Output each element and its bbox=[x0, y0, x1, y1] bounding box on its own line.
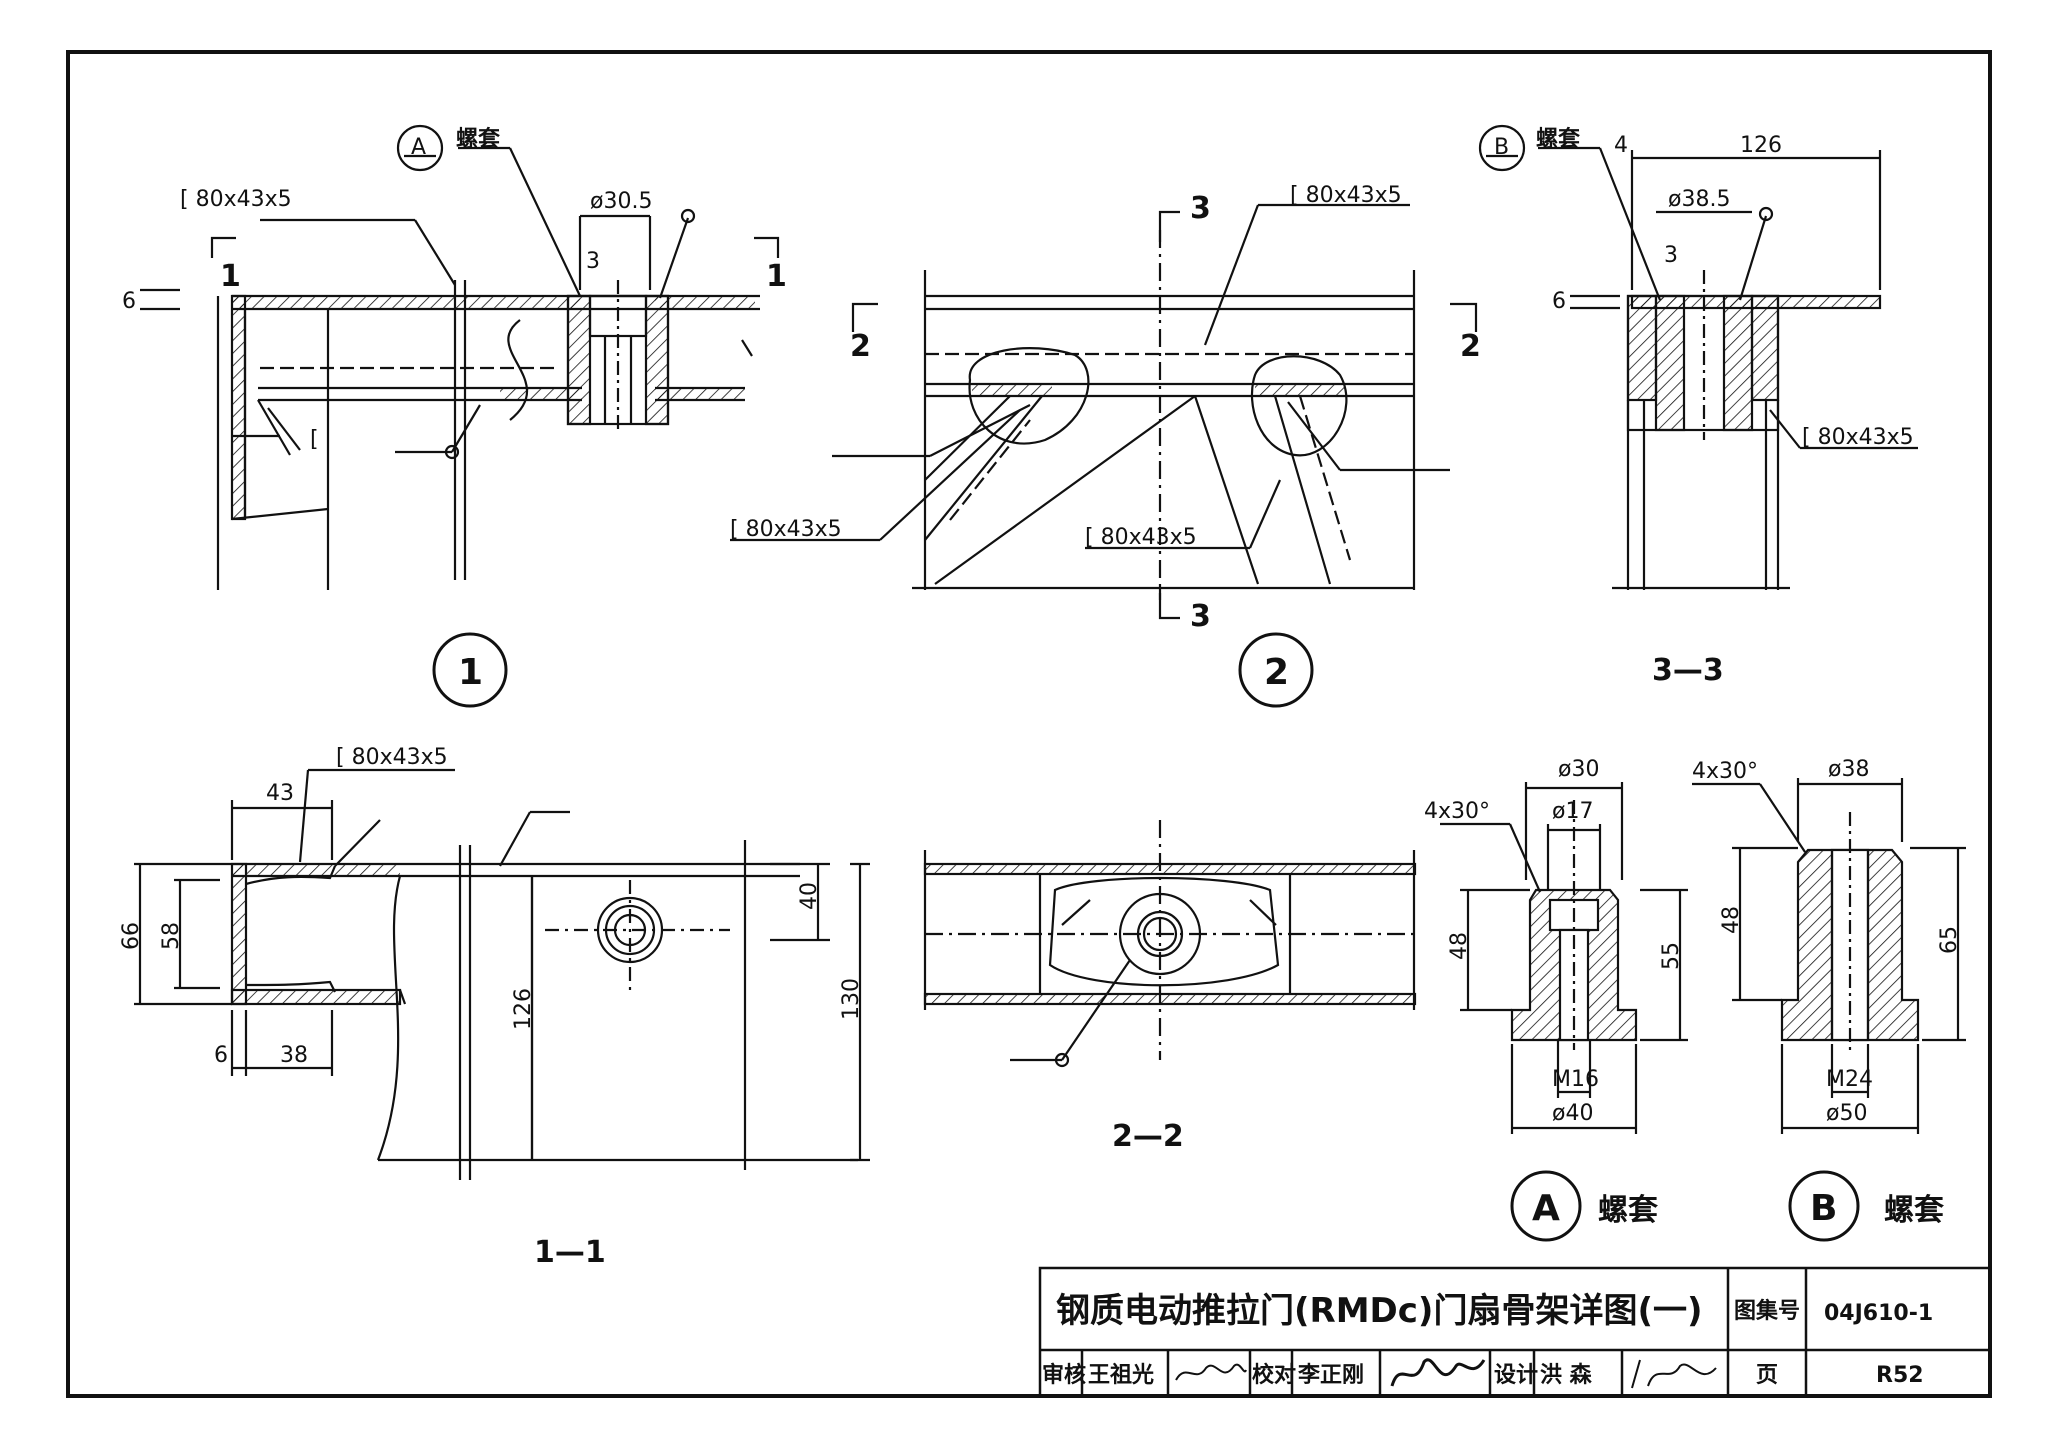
sec11-dim-38: 38 bbox=[280, 1043, 308, 1068]
detail-1-dim-weld: 3 bbox=[586, 249, 600, 274]
title-block bbox=[1038, 1266, 1992, 1398]
title-block-page-no: R52 bbox=[1876, 1363, 1924, 1388]
detail-2-channel-mid: [ 80x43x5 bbox=[1085, 525, 1197, 550]
section-2-2-drawing bbox=[923, 820, 1417, 1068]
detail-1-cut-right: 1 bbox=[766, 259, 787, 294]
title-block-check-label: 校对 bbox=[1252, 1362, 1296, 1388]
caption-section-3-3: 3—3 bbox=[1652, 653, 1724, 688]
sec11-dim-6: 6 bbox=[214, 1043, 228, 1068]
detail-1-channel-label: [ 80x43x5 bbox=[180, 187, 292, 212]
sec33-sleeve-label: 螺套 bbox=[1536, 126, 1580, 152]
detB-48: 48 bbox=[1719, 906, 1744, 934]
title-block-title: 钢质电动推拉门(RMDc)门扇骨架详图(一) bbox=[1056, 1291, 1703, 1331]
detA-phi30: ø30 bbox=[1558, 757, 1599, 782]
detA-phi17: ø17 bbox=[1552, 799, 1593, 824]
detail-1-bubble-a: A bbox=[411, 135, 426, 160]
checker-signature bbox=[1390, 1358, 1486, 1387]
detail-2-channel-left: [ 80x43x5 bbox=[730, 517, 842, 542]
detB-65: 65 bbox=[1937, 926, 1962, 954]
title-block-review-label: 审核 bbox=[1042, 1362, 1086, 1388]
detail-2-channel-top: [ 80x43x5 bbox=[1290, 183, 1402, 208]
sec11-dim-43: 43 bbox=[266, 781, 294, 806]
sec33-dim-phi: ø38.5 bbox=[1668, 187, 1730, 212]
detail-1-sleeve-label: 螺套 bbox=[456, 126, 500, 152]
sec33-bubble-b: B bbox=[1494, 135, 1509, 160]
sec33-dim-weld: 3 bbox=[1664, 243, 1678, 268]
detail-1-cut-left: 1 bbox=[220, 259, 241, 294]
detA-phi40: ø40 bbox=[1552, 1101, 1593, 1126]
detB-phi38: ø38 bbox=[1828, 757, 1869, 782]
detB-m24: M24 bbox=[1826, 1067, 1873, 1092]
detail-2-cut-bottom: 3 bbox=[1190, 599, 1211, 634]
detail-1-drawing bbox=[140, 124, 780, 590]
detA-55: 55 bbox=[1659, 942, 1684, 970]
title-block-checker: 李正刚 bbox=[1297, 1363, 1364, 1388]
section-1-1-drawing bbox=[134, 768, 870, 1180]
detA-letter: A bbox=[1532, 1188, 1560, 1229]
sec33-dim-126: 126 bbox=[1740, 133, 1782, 158]
sec11-dim-130: 130 bbox=[839, 978, 864, 1020]
caption-detail-1: 1 bbox=[458, 652, 483, 693]
detA-48: 48 bbox=[1447, 932, 1472, 960]
title-block-page-label: 页 bbox=[1756, 1363, 1778, 1388]
caption-section-1-1: 1—1 bbox=[534, 1235, 606, 1270]
caption-detail-2: 2 bbox=[1264, 652, 1289, 693]
detA-chamfer: 4x30° bbox=[1424, 799, 1490, 824]
title-block-reviewer: 王祖光 bbox=[1088, 1363, 1154, 1388]
detA-text: 螺套 bbox=[1598, 1193, 1658, 1228]
detB-phi50: ø50 bbox=[1826, 1101, 1867, 1126]
detail-2-drawing bbox=[730, 203, 1478, 620]
detail-2-cut-left: 2 bbox=[850, 329, 871, 364]
sec11-dim-126: 126 bbox=[511, 988, 536, 1030]
sec11-channel-label: [ 80x43x5 bbox=[336, 745, 448, 770]
detail-1-dim-phi: ø30.5 bbox=[590, 189, 652, 214]
detail-2-cut-right: 2 bbox=[1460, 329, 1481, 364]
sheet-border bbox=[66, 50, 1992, 1398]
sec33-dim-4: 4 bbox=[1614, 133, 1628, 158]
sec33-channel-label: [ 80x43x5 bbox=[1802, 425, 1914, 450]
detA-m16: M16 bbox=[1552, 1067, 1599, 1092]
title-block-designer: 洪 森 bbox=[1540, 1362, 1593, 1388]
sec11-dim-58: 58 bbox=[159, 922, 184, 950]
title-block-atlas-no: 04J610-1 bbox=[1824, 1301, 1933, 1326]
detail-a-drawing bbox=[1440, 782, 1688, 1242]
detail-2-cut-top: 3 bbox=[1190, 191, 1211, 226]
caption-detail-1-circle bbox=[432, 632, 508, 708]
detB-chamfer: 4x30° bbox=[1692, 759, 1758, 784]
title-block-atlas-label: 图集号 bbox=[1734, 1298, 1800, 1324]
designer-signature bbox=[1631, 1359, 1717, 1389]
sec11-dim-40: 40 bbox=[797, 882, 822, 910]
caption-detail-2-circle bbox=[1238, 632, 1314, 708]
title-block-design-label: 设计 bbox=[1494, 1363, 1538, 1388]
sec33-dim-thick: 6 bbox=[1552, 289, 1566, 314]
section-3-3-drawing bbox=[1478, 124, 1918, 590]
detB-letter: B bbox=[1810, 1188, 1837, 1229]
detail-1-dim-thick: 6 bbox=[122, 289, 136, 314]
caption-section-2-2: 2—2 bbox=[1112, 1119, 1184, 1154]
detB-text: 螺套 bbox=[1884, 1193, 1944, 1228]
detail-b-drawing bbox=[1692, 778, 1966, 1242]
detail-1-channel-short: [ bbox=[310, 427, 319, 452]
reviewer-signature bbox=[1175, 1363, 1247, 1381]
sec11-dim-66: 66 bbox=[119, 922, 144, 950]
